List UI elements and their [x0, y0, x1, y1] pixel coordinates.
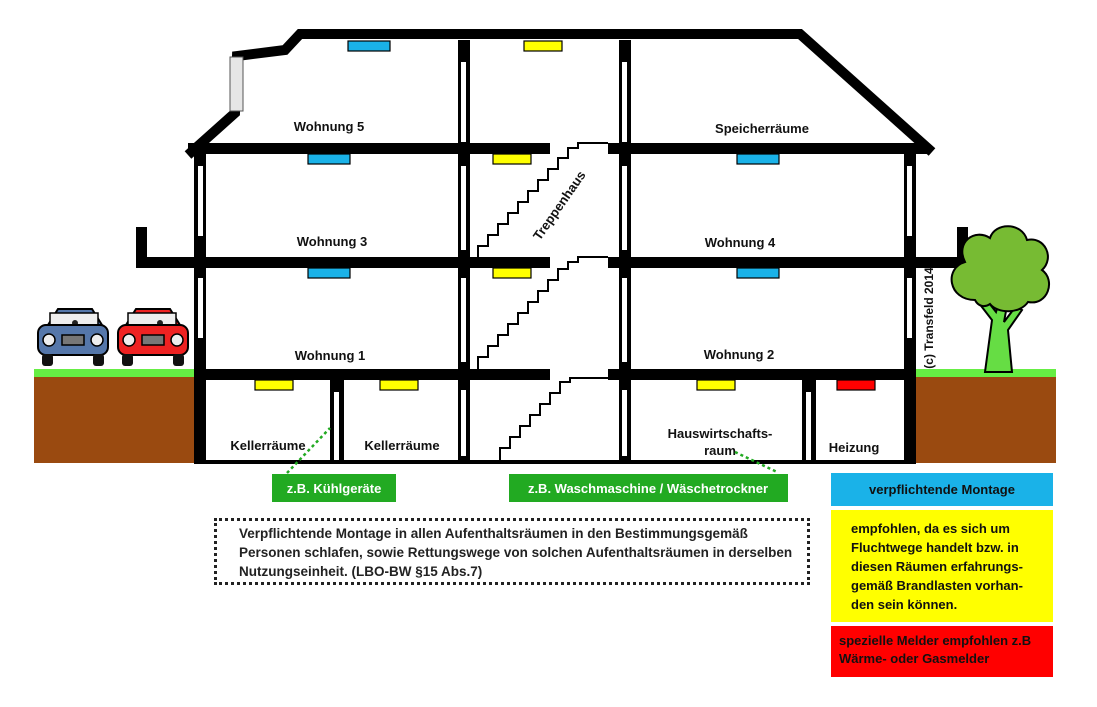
legend-recommended-line: den sein können.	[851, 597, 958, 612]
floor-2-right	[608, 257, 968, 268]
legend-recommended-line: empfohlen, da es sich um	[851, 521, 1010, 536]
legal-note-line-1: Verpflichtende Montage in allen Aufentha…	[239, 526, 748, 541]
soil-right	[916, 377, 1056, 463]
legend-recommended-line: diesen Räumen erfahrungs-	[851, 559, 1023, 574]
detector-mandatory	[307, 267, 351, 279]
legend-recommended: empfohlen, da es sich um Fluchtwege hand…	[831, 510, 1053, 622]
detector-special	[836, 379, 876, 391]
detector-recommended	[696, 379, 736, 391]
callout-waschmaschine	[509, 474, 788, 502]
detector-mandatory	[307, 153, 351, 165]
legend-mandatory: verpflichtende Montage	[831, 473, 1053, 506]
stairwell-window	[622, 390, 627, 456]
window-right-2	[907, 278, 912, 338]
detector-recommended	[254, 379, 294, 391]
legal-note-line-2: Personen schlafen, sowie Rettungswege vo…	[239, 545, 793, 560]
label-wohnung-3: Wohnung 3	[297, 234, 368, 249]
stairwell-window	[622, 278, 627, 362]
red-car-illustration	[117, 308, 189, 366]
stairwell-window	[461, 62, 466, 142]
label-kellerraeume-2: Kellerräume	[364, 438, 439, 453]
stairwell-window	[461, 166, 466, 250]
floor-1-left	[194, 369, 550, 380]
label-wohnung-2: Wohnung 2	[704, 347, 775, 362]
basement-wall-window	[334, 392, 339, 460]
stairwell-window	[622, 166, 627, 250]
callout-kuehl-pointer	[286, 427, 331, 474]
callout-waschmaschine-text: z.B. Waschmaschine / Wäschetrockner	[528, 481, 768, 496]
stairs-lower	[499, 377, 608, 460]
floor-2-left	[136, 257, 550, 268]
label-hauswirtschaftsraum-2: raum	[704, 443, 736, 458]
window-left-1	[198, 166, 203, 236]
detector-recommended	[492, 267, 532, 279]
stairwell-window	[461, 278, 466, 362]
label-wohnung-4: Wohnung 4	[705, 235, 776, 250]
detector-recommended	[379, 379, 419, 391]
floor-attic-right	[608, 143, 928, 154]
label-hauswirtschaftsraum-1: Hauswirtschafts-	[668, 426, 773, 441]
legend-special: spezielle Melder empfohlen z.B Wärme- od…	[831, 626, 1053, 677]
tree-illustration	[950, 225, 1051, 373]
detector-recommended	[523, 40, 563, 52]
legend-recommended-line: Fluchtwege handelt bzw. in	[851, 540, 1019, 555]
basement-floor	[194, 460, 916, 464]
detector-recommended	[492, 153, 532, 165]
label-speicherraeume: Speicherräume	[715, 121, 809, 136]
blue-car-illustration	[37, 308, 109, 366]
legal-note-line-3: Nutzungseinheit. (LBO-BW §15 Abs.7)	[239, 564, 483, 579]
stairwell-window	[622, 62, 627, 142]
label-wohnung-1: Wohnung 1	[295, 348, 366, 363]
stairs-upper	[477, 142, 608, 258]
grass-left	[34, 369, 196, 377]
floor-attic-left	[188, 143, 550, 154]
label-kellerraeume-1: Kellerräume	[230, 438, 305, 453]
balcony-left	[136, 227, 147, 268]
soil-left	[34, 377, 196, 463]
legal-note: Verpflichtende Montage in allen Aufentha…	[214, 518, 810, 585]
label-heizung: Heizung	[829, 440, 880, 455]
callout-kuehlgeraete	[272, 474, 396, 502]
detector-mandatory	[736, 267, 780, 279]
window-right-1	[907, 166, 912, 236]
floor-1-right	[608, 369, 916, 380]
legend-special-line: Wärme- oder Gasmelder	[839, 651, 990, 666]
label-wohnung-5: Wohnung 5	[294, 119, 365, 134]
legend-mandatory-text: verpflichtende Montage	[869, 482, 1015, 497]
roof-outline	[184, 29, 936, 159]
stairs-middle	[477, 256, 608, 369]
detector-mandatory	[736, 153, 780, 165]
copyright-text: (c) Transfeld 2014	[922, 267, 936, 369]
basement-wall-window	[806, 392, 811, 460]
legend-recommended-line: gemäß Brandlasten vorhan-	[851, 578, 1023, 593]
detector-mandatory	[347, 40, 391, 52]
chimney	[229, 56, 244, 112]
window-left-2	[198, 278, 203, 338]
callout-kuehlgeraete-text: z.B. Kühlgeräte	[287, 481, 382, 496]
callout-wasch-pointer	[734, 450, 778, 474]
legend-special-line: spezielle Melder empfohlen z.B	[839, 633, 1032, 648]
stairwell-window	[461, 390, 466, 456]
